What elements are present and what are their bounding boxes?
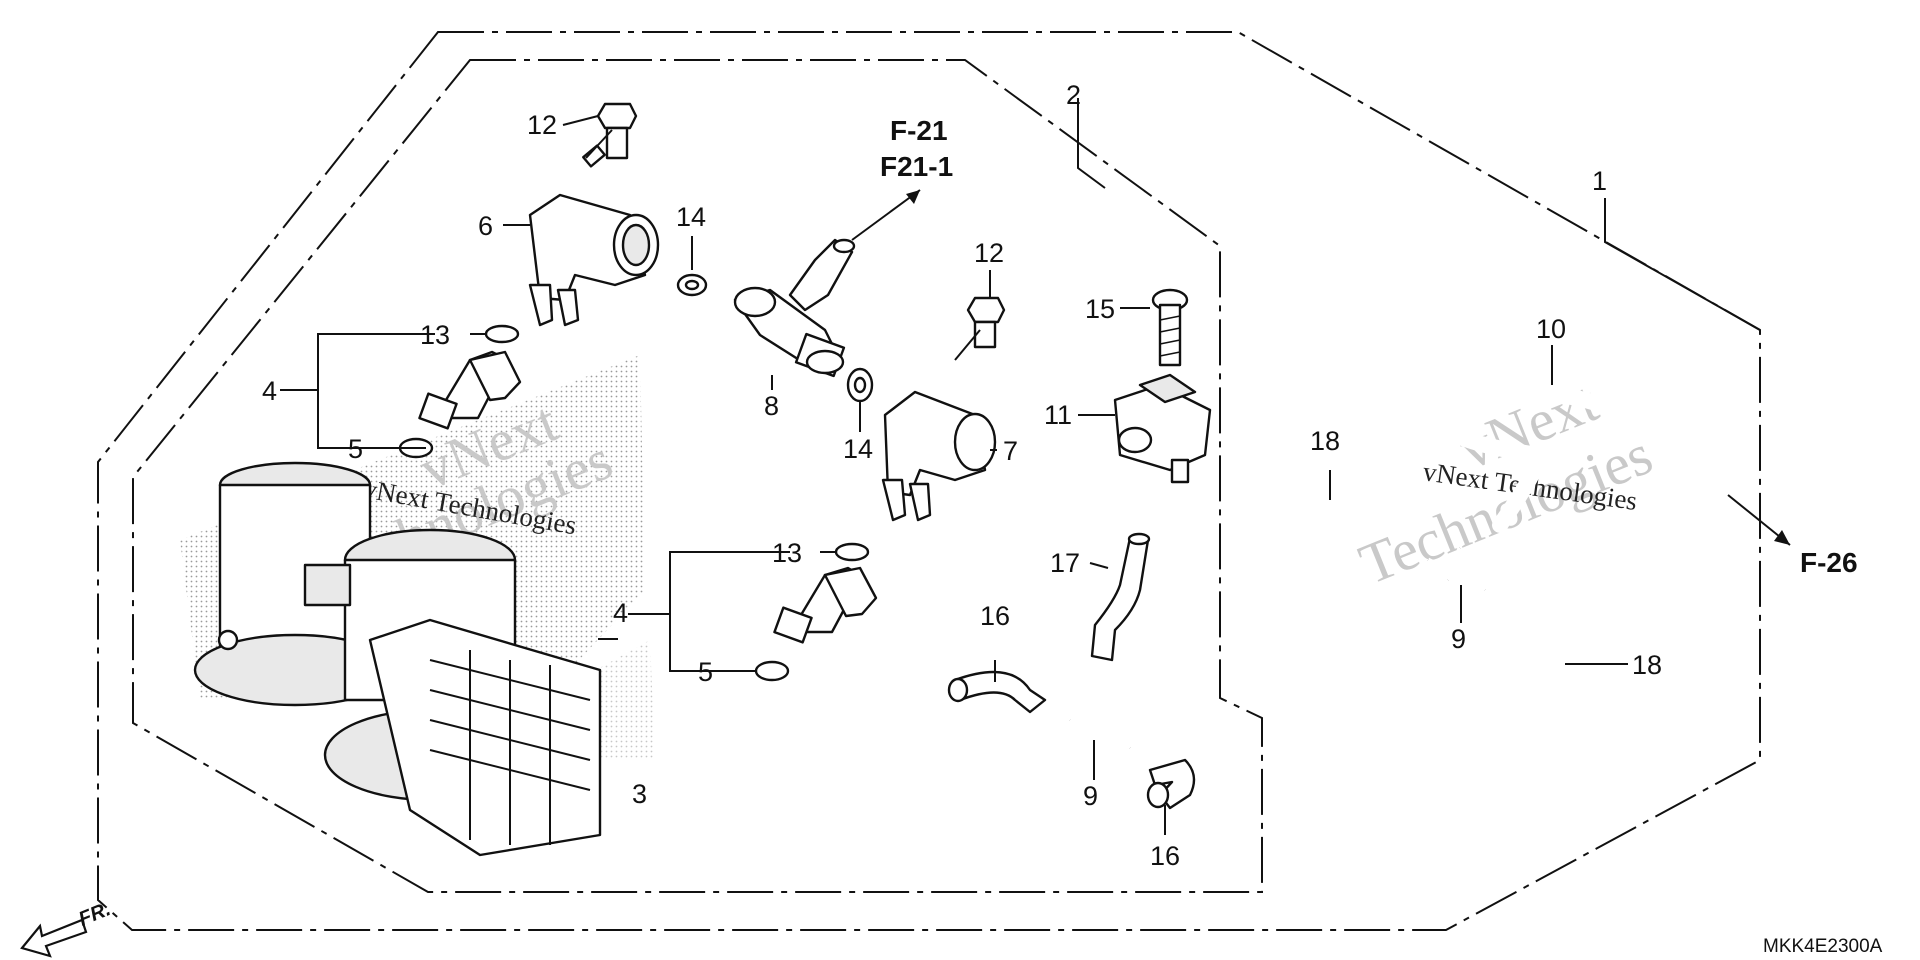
front-arrow-icon	[20, 918, 88, 958]
label-8: 8	[764, 391, 779, 421]
hose-part-16-lower	[1146, 758, 1196, 810]
label-13-upper: 13	[420, 320, 450, 350]
reference-f21-1: F21-1	[880, 151, 953, 182]
injector-part-4-lower	[754, 542, 878, 682]
joint-part-9-right	[1426, 547, 1487, 593]
label-1: 1	[1592, 166, 1607, 196]
sensor-cap-part-7	[881, 390, 997, 522]
sensor-part-11	[1113, 373, 1212, 484]
label-2: 2	[1066, 80, 1081, 110]
bolt-part-12-upper	[582, 102, 638, 168]
label-16-upper: 16	[980, 601, 1010, 631]
sensor-cap-part-6	[528, 193, 660, 327]
arrow-head-f26	[1774, 530, 1790, 545]
label-7: 7	[1003, 436, 1018, 466]
hose-part-10	[1411, 372, 1733, 533]
label-12-lower: 12	[974, 238, 1004, 268]
label-12-upper: 12	[527, 110, 557, 140]
leader-lines	[280, 98, 1791, 835]
arrow-head-f21	[906, 190, 920, 204]
label-10: 10	[1536, 314, 1566, 344]
label-14-upper: 14	[676, 202, 706, 232]
washer-part-14-upper	[676, 273, 708, 297]
hose-part-18-left	[1248, 493, 1402, 577]
label-15: 15	[1085, 294, 1115, 324]
label-5-upper: 5	[348, 434, 363, 464]
label-17: 17	[1050, 548, 1080, 578]
label-4-lower: 4	[613, 598, 628, 628]
label-4-upper: 4	[262, 376, 277, 406]
label-11: 11	[1044, 400, 1072, 430]
hose-part-17	[1090, 532, 1151, 662]
hose-part-16-upper	[947, 670, 1047, 714]
bolt-part-15	[1151, 288, 1189, 367]
assembly-1-boundary	[97, 31, 1761, 931]
label-6: 6	[478, 211, 493, 241]
reference-f21: F-21	[890, 115, 948, 146]
assembly-2-boundary	[132, 59, 1263, 893]
label-14-lower: 14	[843, 434, 873, 464]
label-3: 3	[632, 779, 647, 809]
front-marker-label: FR.	[76, 898, 114, 930]
label-13-lower: 13	[772, 538, 802, 568]
washer-part-14-lower	[846, 367, 874, 403]
hose-part-18-right	[1503, 593, 1579, 732]
label-9-left: 9	[1083, 781, 1098, 811]
bolt-part-12-lower	[954, 296, 1006, 361]
label-18-right: 18	[1632, 650, 1662, 680]
throttle-body-part-3	[193, 461, 602, 857]
joint-part-9-left	[1068, 695, 1132, 751]
label-5-lower: 5	[698, 657, 713, 687]
main-injector-part-8	[733, 238, 856, 378]
reference-f26: F-26	[1800, 547, 1858, 578]
label-18-left: 18	[1310, 426, 1340, 456]
part-labels: 1 2 3 4 4 5 5 6 7 8 9 9 10 11 12 12 13 1…	[262, 80, 1662, 871]
label-9-right: 9	[1451, 624, 1466, 654]
label-16-lower: 16	[1150, 841, 1180, 871]
diagram-code: MKK4E2300A	[1763, 936, 1883, 957]
